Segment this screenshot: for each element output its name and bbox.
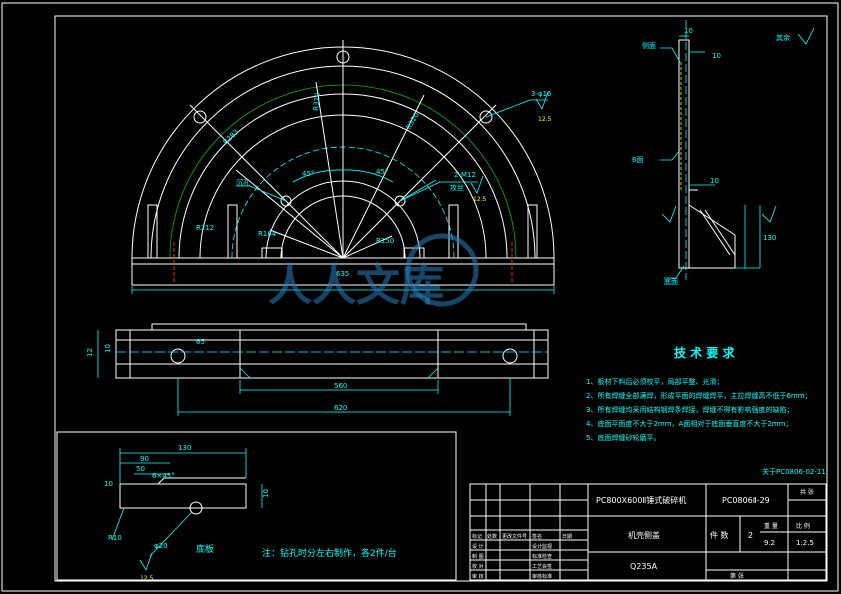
tb-qty-label: 件 数: [710, 530, 729, 540]
detail-view: [56, 431, 457, 581]
detail-name: 底板: [196, 543, 214, 555]
dim-r164: R164: [258, 230, 277, 238]
dim-r212: R212: [196, 224, 214, 232]
tb-sheet-label: 第 张: [730, 572, 744, 580]
tb-sign-mid: 标准检查: [532, 553, 552, 560]
side-label-top: 侧面: [642, 41, 656, 50]
side-label-bottom: 底面: [664, 277, 678, 286]
tb-sign-row: 审 核: [472, 573, 484, 580]
tb-part-name: 机壳侧盖: [628, 530, 660, 540]
detail-phi20: φ20: [154, 542, 168, 550]
corner-note: 其余: [776, 33, 790, 42]
side-dim-10-mid: 10: [712, 52, 721, 60]
plan-dim-560: 560: [334, 382, 347, 390]
angle-45-right: 45°: [376, 168, 388, 176]
plan-dim-left: 12: [86, 348, 94, 357]
detail-dim-50: 50: [136, 465, 145, 473]
tb-sign-row: 制 图: [472, 553, 484, 560]
tb-material: Q235A: [630, 562, 658, 571]
angle-45-left: 45°: [302, 170, 314, 178]
hole-callout-2m12: 2-M12: [454, 171, 476, 179]
plan-dim-65: 65: [196, 338, 205, 346]
dim-r320-2: R320: [405, 111, 421, 131]
detail-dim-10: 10: [104, 480, 113, 488]
detail-dim-130: 130: [178, 444, 191, 452]
roughness-value-2: 12.5: [473, 196, 487, 203]
hole-callout-3phi16: 3-φ16: [531, 90, 552, 98]
side-view: [660, 20, 777, 280]
tb-sign-col: 签名: [532, 533, 542, 540]
tb-weight-label: 重 量: [764, 522, 778, 530]
title-block: [469, 483, 827, 581]
label-counterbore: 沉孔: [236, 179, 250, 187]
detail-chamfer: 6×45°: [152, 472, 175, 480]
detail-note: 注：钻孔时分左右制作，各2件/台: [262, 547, 397, 559]
tech-title: 技 术 要 求: [674, 345, 736, 360]
plan-dim-620: 620: [334, 404, 347, 412]
tb-sign-col: 日期: [562, 534, 572, 540]
label-tapping: 攻丝: [450, 183, 464, 192]
detail-roughness: 12.5: [140, 575, 154, 582]
roughness-value: 12.5: [538, 116, 552, 123]
detail-dim-90: 90: [140, 455, 149, 463]
tb-sign-col: 标记: [472, 533, 482, 540]
tb-sign-col: 更改文件号: [502, 533, 527, 540]
front-view: [131, 40, 555, 294]
watermark-text: 人人文库: [268, 260, 444, 311]
tech-item: 4、底面平面度不大于2mm，A面相对于底面垂直度不大于2mm；: [586, 419, 792, 428]
tech-reference: 关于PC0806-02-11: [762, 467, 826, 476]
side-dim-10: 10: [710, 177, 719, 185]
tech-item: 2、所有焊缝全部满焊，形成平面的焊缝焊平，主拉焊缝高不低于6mm；: [586, 391, 812, 400]
drawing-frame: [54, 15, 828, 582]
detail-r10: R10: [108, 534, 122, 542]
tech-item: 1、板材下料后必须校平，局部平整、光滑；: [586, 377, 723, 386]
tb-sign-row: 校 对: [472, 563, 484, 570]
side-dim-130: 130: [763, 234, 776, 242]
tb-scale-label: 比 例: [796, 522, 810, 530]
tb-sign-mid: 工艺会签: [532, 563, 552, 570]
dim-r283: R283: [222, 128, 241, 147]
tb-qty: 2: [748, 531, 753, 540]
dim-r320: R320: [312, 92, 322, 111]
watermark-ring: [405, 233, 479, 307]
corner-roughness-symbol: [797, 27, 815, 45]
tb-sign-mid: 设计监视: [532, 543, 552, 550]
tb-machine: PC800X600Ⅱ锤式破碎机: [596, 495, 686, 505]
dim-r150: R150: [376, 237, 394, 245]
tb-sheet-count: 共 张: [800, 488, 814, 496]
tb-sign-row: 设 计: [472, 543, 484, 550]
tb-sign-mid: 审核标准: [532, 573, 552, 580]
tech-item: 5、底面焊缝砂轮磨平。: [586, 433, 660, 442]
detail-dim-side: 10: [262, 489, 270, 498]
side-dim-10-top: 10: [684, 27, 693, 35]
tech-item: 3、所有焊缝均采用结构钢焊条焊接，焊缝不得有影响强度的缺陷；: [586, 405, 793, 414]
plan-dim-left2: 10: [104, 344, 112, 353]
side-label-mid: 6面: [632, 156, 643, 164]
dim-635: 635: [336, 270, 349, 278]
tb-weight: 9.2: [764, 539, 775, 547]
tb-scale: 1:2.5: [796, 539, 814, 547]
tb-drawing-no: PC0806Ⅱ-29: [722, 496, 770, 505]
plan-view: [97, 323, 549, 416]
tb-sign-col: 处数: [487, 533, 497, 540]
